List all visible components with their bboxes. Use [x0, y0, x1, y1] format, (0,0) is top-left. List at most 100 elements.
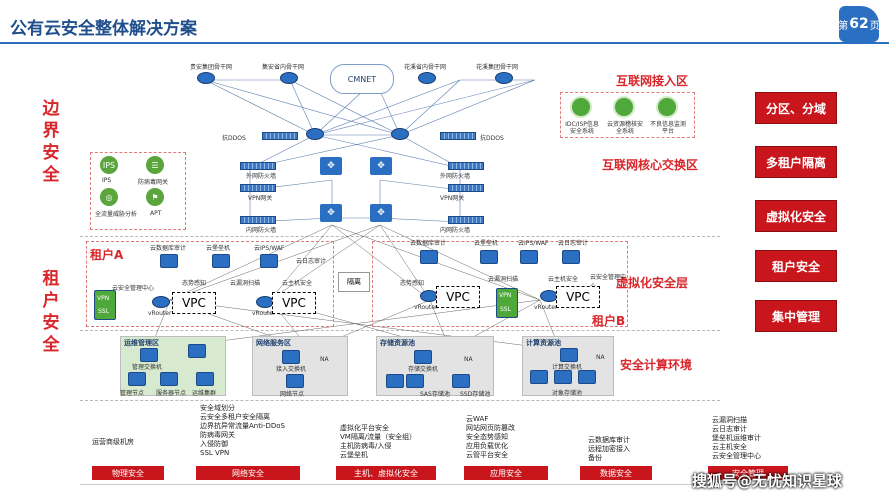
left-icon-label: 防病毒网关: [138, 179, 169, 186]
zone-title: 运维管理区: [124, 339, 159, 347]
tenant-b-item: 云IPS/WAF: [518, 240, 549, 247]
right-icon-label: 云资源稽核安全系统: [606, 121, 643, 135]
tenant-b-item: 云堡垒机: [474, 240, 499, 247]
bastion-icon: [212, 254, 230, 268]
vpc-box: VPC: [436, 286, 480, 308]
category-label-data: 数据安全: [580, 466, 652, 480]
category-item: 边界抗异常流量Anti-DDoS: [200, 422, 285, 430]
tenant-b-item: 态势感知: [400, 280, 425, 287]
category-label-application: 应用安全: [464, 466, 548, 480]
ddos-device-icon: [262, 132, 298, 140]
tenant-a-item: 态势感知: [182, 280, 207, 287]
audit-system-icon: [613, 96, 635, 118]
switch-icon: [414, 350, 432, 364]
tenant-b-item: 云漏洞扫描: [488, 276, 519, 283]
zone-separator: [80, 400, 720, 401]
ops-management-zone: [120, 336, 226, 396]
vpn-gateway-icon: [448, 184, 484, 192]
core-switch-icon: ✥: [320, 157, 342, 175]
category-item: 虚拟化平台安全: [340, 424, 389, 432]
category-label-network: 网络安全: [196, 466, 300, 480]
category-list-network: 安全域划分 云安全多租户安全隔离 边界抗异常流量Anti-DDoS 防病毒网关 …: [200, 404, 285, 458]
zone-label-core-exchange: 互联网核心交换区: [602, 158, 699, 172]
ddos-device-icon: [440, 132, 476, 140]
tenant-a-item: 云数据库审计: [150, 245, 187, 252]
zone-item: 网络节点: [280, 391, 305, 398]
category-item: 安全域划分: [200, 404, 235, 412]
virtualization-security-button[interactable]: 虚拟化安全: [755, 200, 837, 232]
ips-waf-icon: [260, 254, 278, 268]
network-node-icon: [286, 374, 304, 388]
router-icon: [391, 128, 409, 140]
category-item: 云漏洞扫描: [712, 416, 747, 424]
category-label-host: 主机、虚拟化安全: [336, 466, 436, 480]
vpn-ssl-icon: [496, 288, 518, 318]
side-label-border: 边界安全: [42, 99, 60, 185]
category-list-host: 虚拟化平台安全 VM隔离/流量（安全组） 主机防病毒/入侵 云堡垒机: [340, 424, 416, 460]
router-icon: [306, 128, 324, 140]
zone-item: 管理节点: [120, 390, 145, 397]
internet-security-box: [560, 92, 695, 138]
server-node-icon: [196, 372, 214, 386]
zone-item: 管理交换机: [132, 364, 163, 371]
zone-item: NA: [320, 356, 329, 363]
zone-item: NA: [596, 354, 605, 361]
category-item: 安全态势感知: [466, 433, 508, 441]
core-switch-icon: ✥: [370, 204, 392, 222]
server-node-icon: [160, 372, 178, 386]
watermark: 搜狐号@无忧知识星球: [692, 472, 843, 490]
fw-label: 外网防火墙: [440, 173, 471, 180]
category-list-management: 云漏洞扫描 云日志审计 堡垒机运维审计 云主机安全 云安全管理中心: [712, 416, 761, 461]
category-item: 云主机安全: [712, 443, 747, 451]
tenant-a-item: 云安全管理中心: [112, 285, 155, 292]
firewall-icon: [240, 216, 276, 224]
zone-label-internet-access: 互联网接入区: [616, 74, 689, 88]
page-suffix: 页: [869, 20, 880, 32]
bastion-icon: [480, 250, 498, 264]
vpn-gateway-icon: [240, 184, 276, 192]
left-icon-label: 全流量威胁分析: [95, 211, 138, 218]
vpn-label: VPN: [97, 295, 110, 302]
vrouter-label: vRouter: [534, 304, 558, 311]
ssl-label: SSL: [98, 308, 109, 315]
header-divider: [0, 42, 889, 44]
vpn-ssl-icon: [94, 290, 116, 320]
server-node-icon: [188, 344, 206, 358]
tenant-a-box: [86, 241, 334, 327]
network-label: 贵安集团骨干网: [190, 64, 233, 71]
db-audit-icon: [420, 250, 438, 264]
category-item: 应用负载优化: [466, 442, 508, 450]
tenant-b-item: 云日志审计: [558, 240, 589, 247]
zone-item: SSD存储池: [460, 391, 491, 398]
category-item: 远程加密接入: [588, 445, 630, 453]
tenant-security-button[interactable]: 租户安全: [755, 250, 837, 282]
category-item: 云堡垒机: [340, 451, 368, 459]
central-management-button[interactable]: 集中管理: [755, 300, 837, 332]
partition-button[interactable]: 分区、分域: [755, 92, 837, 124]
network-label: 花溪集团骨干网: [476, 64, 519, 71]
category-item: 云安全管理中心: [712, 452, 761, 460]
multi-tenant-isolation-button[interactable]: 多租户隔离: [755, 146, 837, 178]
category-item: 防病毒网关: [200, 431, 235, 439]
zone-item: 对象存储池: [552, 390, 583, 397]
border-security-box: [90, 152, 186, 230]
category-label-management: 安全管理: [708, 466, 788, 480]
category-item: 云管平台安全: [466, 451, 508, 459]
zone-separator: [80, 330, 720, 331]
fw-label: 外网防火墙: [246, 173, 277, 180]
firewall-icon: [240, 162, 276, 170]
vpn-label: VPN: [499, 292, 512, 299]
cmnet-label: CMNET: [347, 74, 377, 84]
compute-node-icon: [530, 370, 548, 384]
tenant-b-item: 云主机安全: [548, 276, 579, 283]
zone-item: 计算交换机: [552, 364, 583, 371]
vpc-box: VPC: [172, 292, 216, 314]
tenant-a-item: 云漏洞扫描: [230, 280, 261, 287]
vpc-box: VPC: [272, 292, 316, 314]
log-audit-icon: [562, 250, 580, 264]
tenant-b-label: 租户B: [592, 314, 626, 328]
category-item: 云安全多租户安全隔离: [200, 413, 270, 421]
right-icon-label: IDC/ISP信息安全系统: [565, 121, 599, 135]
tenant-b-item: 云数据库审计: [410, 240, 447, 247]
zone-title: 网络服务区: [256, 339, 291, 347]
